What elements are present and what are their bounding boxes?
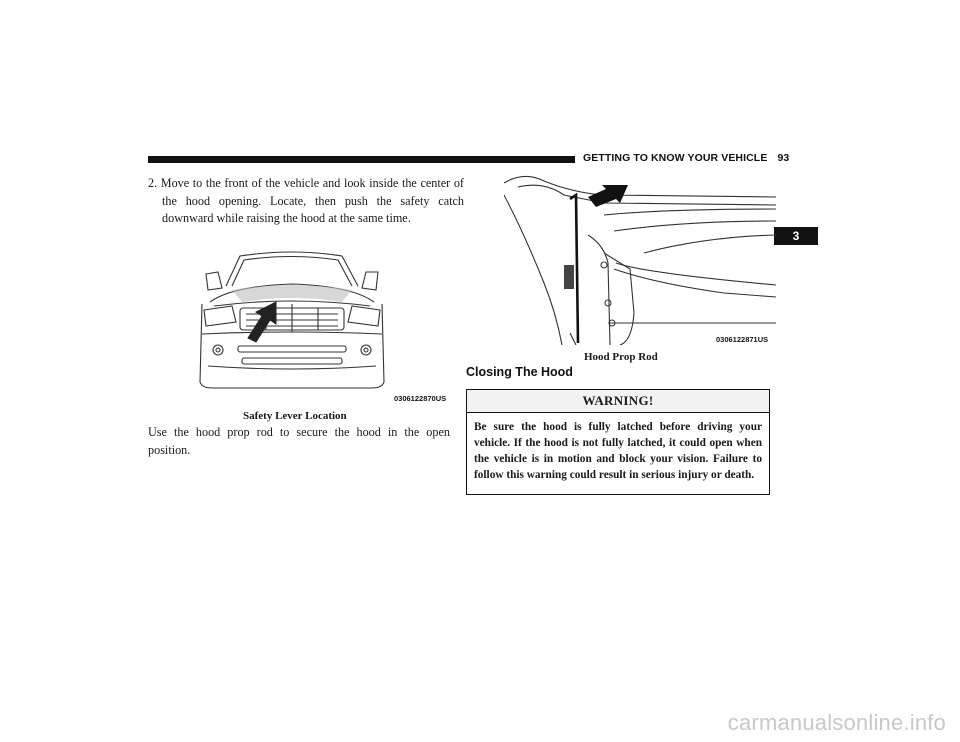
figure-caption-1: Safety Lever Location <box>243 410 347 422</box>
header-section-title: GETTING TO KNOW YOUR VEHICLE <box>583 152 768 164</box>
chapter-tab: 3 <box>774 227 818 245</box>
figure-caption-2: Hood Prop Rod <box>584 351 658 363</box>
warning-title: WARNING! <box>467 390 769 413</box>
header-rule <box>148 156 575 163</box>
running-header: GETTING TO KNOW YOUR VEHICLE 93 <box>583 152 789 164</box>
watermark: carmanualsonline.info <box>727 710 946 735</box>
safety-lever-illustration <box>192 246 452 402</box>
page-number: 93 <box>777 152 790 164</box>
step-2-text: 2. Move to the front of the vehicle and … <box>148 176 464 226</box>
warning-box: WARNING! Be sure the hood is fully latch… <box>466 389 770 495</box>
figure-code-2: 0306122871US <box>716 335 769 344</box>
body-paragraph: Use the hood prop rod to secure the hood… <box>148 425 450 457</box>
hood-prop-rod-illustration <box>504 173 776 345</box>
warning-text: Be sure the hood is fully latched before… <box>474 421 762 481</box>
figure-code-1: 0306122870US <box>394 394 447 403</box>
section-heading: Closing The Hood <box>466 365 573 379</box>
